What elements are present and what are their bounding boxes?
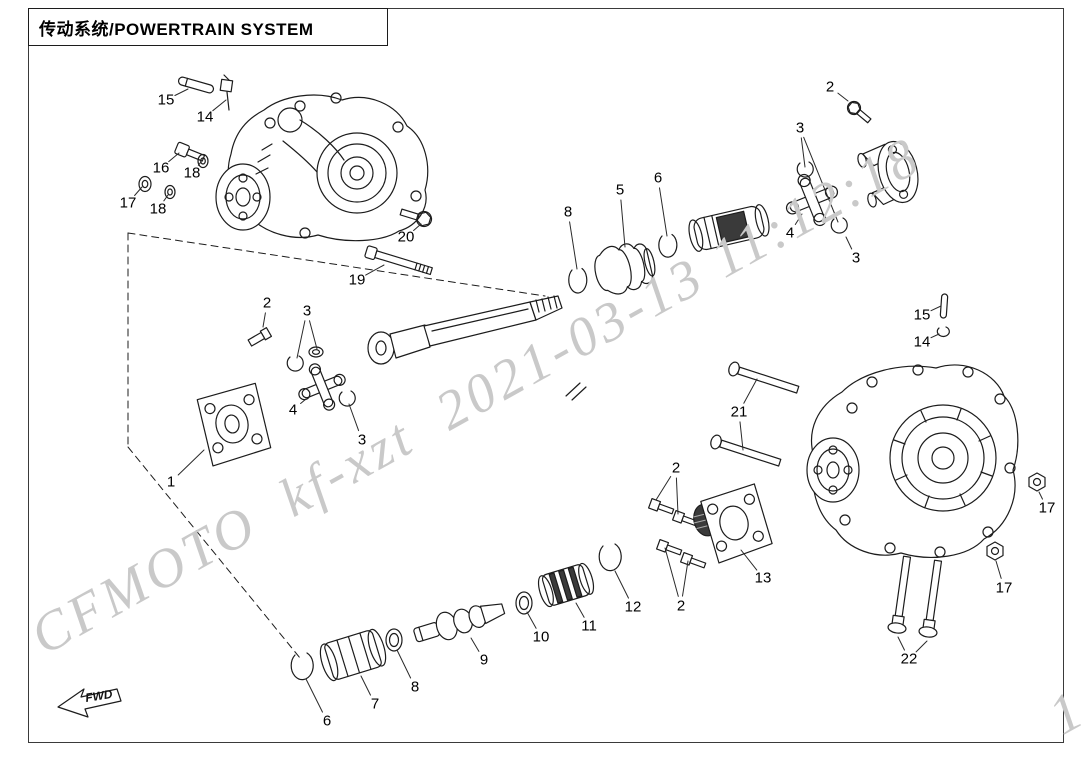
- slip-sleeve: [688, 204, 770, 252]
- break-mark: [565, 382, 587, 401]
- washer-17-left: [138, 175, 152, 193]
- fwd-arrow: FWD: [57, 687, 122, 718]
- bolt-21b: [710, 434, 782, 467]
- flange-1: [196, 382, 272, 467]
- ring-6-rear: [290, 652, 314, 681]
- boot-11: [537, 562, 595, 608]
- pin-15-left: [177, 76, 215, 94]
- page-border: [28, 8, 1064, 743]
- washer-18a: [197, 153, 209, 169]
- cv-boot-5: [594, 243, 656, 295]
- bolt-22b: [918, 559, 943, 638]
- washer-3c: [308, 346, 324, 358]
- spider-4-right: [785, 173, 839, 227]
- front-gearbox: [215, 92, 429, 242]
- nut-17a: [1028, 472, 1046, 492]
- bolt-20: [399, 208, 433, 228]
- rear-gearbox: [806, 364, 1019, 558]
- circlip-8-front: [568, 267, 588, 294]
- fwd-label: FWD: [84, 687, 114, 705]
- circlip-14-right: [936, 326, 950, 338]
- ring-8-rear: [385, 628, 403, 652]
- snap-ring-3d: [286, 355, 304, 372]
- dashed-guides: [127, 232, 546, 659]
- washer-18b: [164, 184, 176, 200]
- bolt-19: [364, 245, 433, 276]
- bolt-22a: [887, 555, 912, 634]
- snap-ring-3e: [338, 390, 356, 407]
- bolt-21a: [728, 361, 800, 394]
- snap-ring-3b: [830, 217, 848, 234]
- ring-10: [515, 591, 533, 615]
- leader-lines: [134, 88, 1043, 713]
- boot-7: [319, 628, 387, 682]
- page-title: 传动系统/POWERTRAIN SYSTEM: [39, 19, 314, 39]
- flange-13: [700, 483, 773, 564]
- snap-ring-3a: [796, 161, 814, 178]
- bolt-2-right: [846, 100, 872, 124]
- nut-17b: [986, 541, 1004, 561]
- bolt-2-left: [247, 327, 273, 347]
- title-box: 传动系统/POWERTRAIN SYSTEM: [28, 8, 388, 46]
- breather-bolt-14-left: [219, 74, 234, 111]
- spider-4-left: [298, 363, 346, 411]
- ring-12: [598, 543, 622, 572]
- prop-shaft: [367, 295, 563, 365]
- circlip-6-front: [658, 233, 678, 258]
- flange-yoke-right: [857, 140, 919, 208]
- shaft-9: [413, 603, 506, 643]
